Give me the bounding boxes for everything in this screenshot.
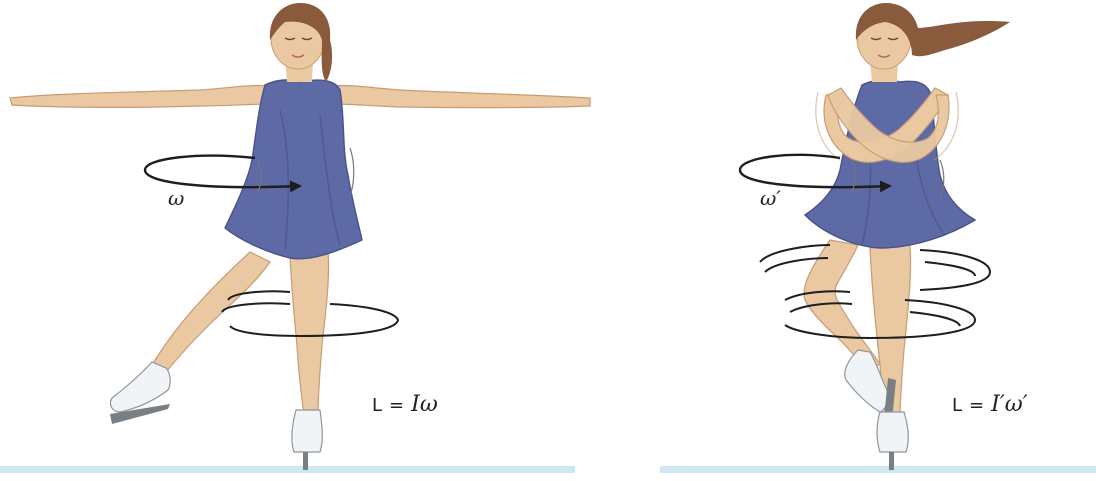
ice-surface-left [0,466,575,473]
equation-right-op: = [969,395,984,416]
ice-surface-right [660,466,1096,473]
dress-left [225,80,362,259]
skate-standing-right [877,412,908,470]
raised-leg-left [152,252,270,372]
equation-left-op: = [389,395,404,416]
equation-right: L = I′ω′ [952,392,1028,417]
skate-standing-left [292,410,322,470]
equation-left-rhs: Iω [411,392,438,417]
omega-label-left: ω [168,186,184,210]
skater-arms-crossed [660,3,1096,473]
standing-leg-left [290,250,329,415]
skater-arms-extended [0,3,590,473]
arms-extended-left [10,85,274,107]
equation-right-rhs: I′ω′ [991,392,1028,417]
equation-left: L = Iω [372,392,438,417]
skate-raised-left [110,362,170,424]
omega-label-right: ω′ [760,186,781,210]
equation-left-lhs: L [372,395,382,416]
equation-right-lhs: L [952,395,962,416]
arms-extended-right [330,85,590,107]
